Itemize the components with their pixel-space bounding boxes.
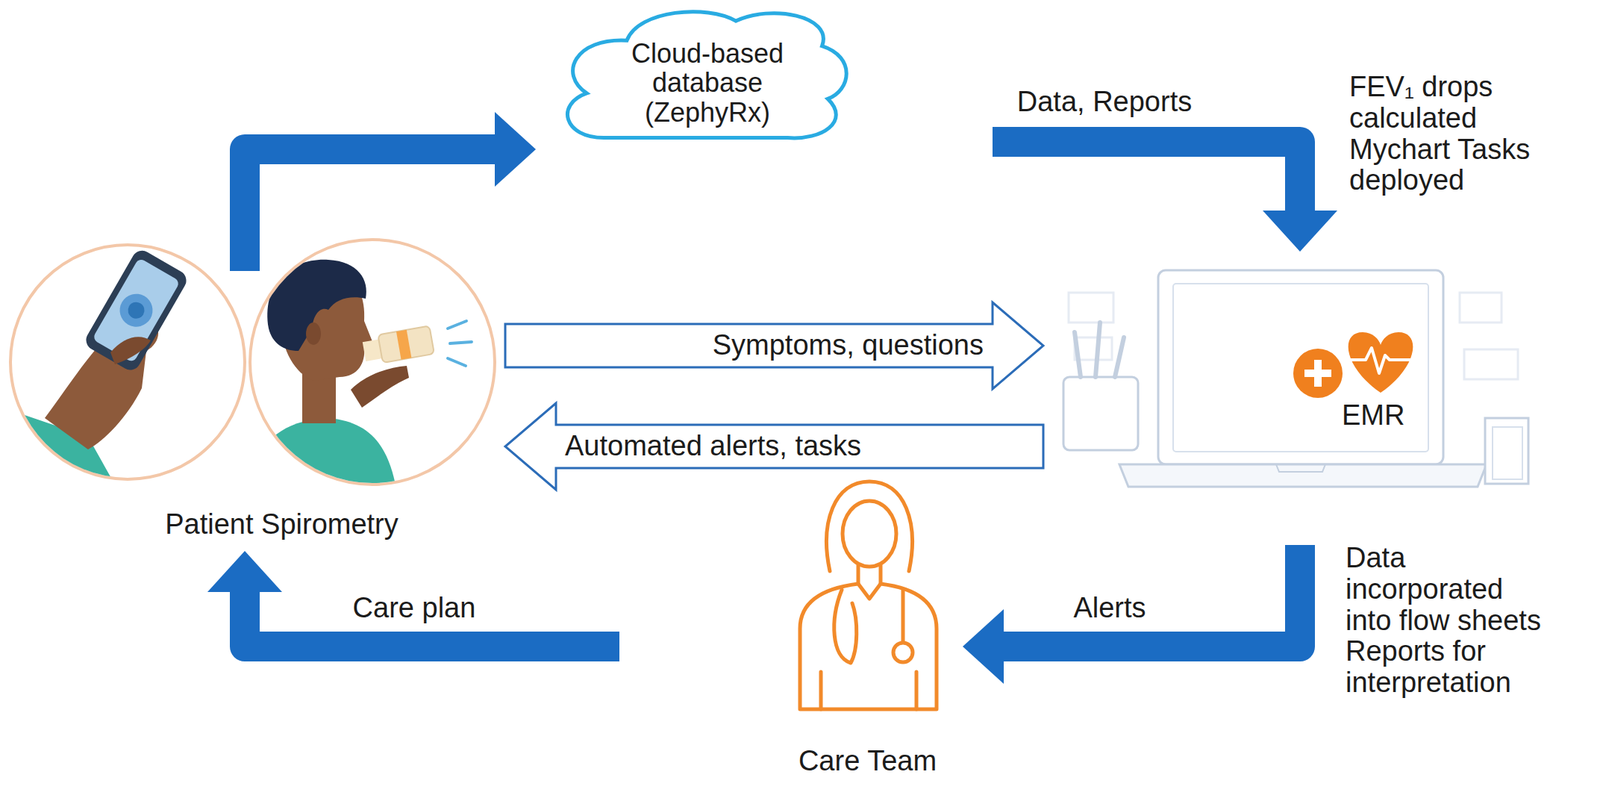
edge-label: Symptoms, questions (712, 329, 984, 362)
illustration-part (350, 365, 409, 408)
illustration-part (246, 259, 472, 493)
connector (244, 111, 536, 271)
illustration-part (1459, 292, 1502, 323)
illustration-part (842, 500, 897, 567)
illustration-part (1492, 426, 1523, 480)
hollow-arrow (505, 302, 1044, 389)
edge-label: Data, Reports (1017, 86, 1192, 118)
connector (505, 302, 1044, 389)
illustration-part (110, 336, 151, 365)
arrow-head (962, 608, 1004, 684)
illustration-part (1348, 332, 1414, 393)
illustration-part (396, 329, 412, 360)
edge-label: Automated alerts, tasks (564, 430, 862, 462)
arrow-head (1262, 210, 1338, 252)
illustration-part (7, 247, 191, 493)
connector (207, 550, 620, 647)
illustration-part (1485, 417, 1529, 484)
illustration-part (1347, 347, 1414, 374)
node-text: Care Team (798, 745, 937, 777)
illustration-part (1119, 464, 1487, 487)
arrow-shaft (992, 141, 1300, 212)
illustration-part (124, 299, 148, 322)
illustration-part (893, 642, 913, 662)
arrow-head (494, 111, 536, 187)
illustration-part (246, 417, 398, 493)
illustration-part (267, 259, 366, 351)
illustration-part (1464, 349, 1518, 380)
care-team-node: Care Team (779, 468, 956, 786)
illustration-part (826, 481, 913, 571)
cloud-outline (567, 11, 847, 139)
illustration-part (800, 583, 937, 709)
emr-node: EMR (1050, 257, 1536, 523)
illustration-part (377, 325, 435, 363)
process-note: Data incorporated into flow sheets Repor… (1345, 542, 1551, 699)
hollow-arrow (505, 402, 1044, 490)
patient-illustration (7, 239, 495, 493)
process-note: FEV₁ drops calculated Mychart Tasks depl… (1349, 71, 1555, 197)
illustration-part (82, 247, 190, 374)
arrow-head (207, 550, 283, 592)
illustration-part (834, 589, 857, 663)
illustration-part (820, 671, 917, 709)
illustration-part (1068, 292, 1114, 323)
patient-node: Patient Spirometry (7, 237, 504, 545)
illustration-part (305, 322, 321, 345)
illustration-part (447, 320, 472, 366)
node-text: Patient Spirometry (164, 508, 399, 541)
connector (992, 141, 1338, 252)
illustration-part (901, 589, 906, 642)
illustration-part (1074, 322, 1124, 377)
cloud-node: Cloud-based database (ZephyRx) (552, 1, 851, 144)
illustration-part (82, 247, 190, 374)
arrow-shaft (244, 149, 497, 271)
connector (962, 544, 1300, 684)
illustration-part (858, 564, 881, 584)
illustration-part (1074, 337, 1112, 360)
illustration-part (1276, 464, 1326, 472)
emr-laptop-illustration (1063, 270, 1529, 487)
edge-label: Care plan (352, 592, 477, 624)
care-team-figure (800, 481, 937, 709)
node-text: Cloud-based database (ZephyRx) (614, 38, 801, 128)
illustration-part (1063, 376, 1139, 450)
illustration-part (361, 325, 435, 365)
arrow-shaft (244, 590, 620, 647)
connector (505, 402, 1044, 490)
illustration-part (1158, 270, 1444, 465)
illustration-part (10, 244, 245, 480)
arrow-shaft (1002, 544, 1300, 647)
illustration-part (1304, 369, 1332, 377)
node-text: EMR (1341, 400, 1536, 432)
illustration-part (113, 288, 159, 333)
illustration-part (1293, 348, 1343, 398)
edge-label: Alerts (1073, 592, 1146, 624)
